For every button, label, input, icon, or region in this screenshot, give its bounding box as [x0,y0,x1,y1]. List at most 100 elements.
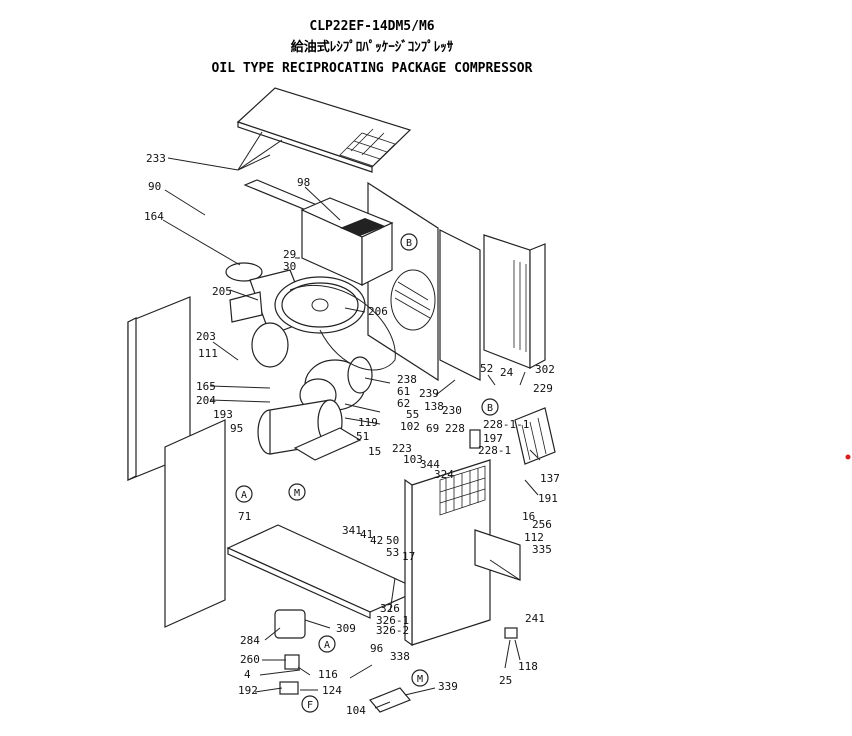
check-valve [284,654,300,670]
label-25: 25 [499,674,512,687]
aftercooler [514,407,556,465]
title-japanese: 給油式ﾚｼﾌﾟﾛﾊﾟｯｹｰｼﾞｺﾝﾌﾟﾚｯｻ [291,39,454,55]
callout-b-top: B [406,238,412,249]
label-229: 229 [533,382,553,395]
label-165: 165 [196,380,216,393]
label-69: 69 [426,422,439,435]
label-309: 309 [336,622,356,635]
label-29: 29 [283,248,296,261]
label-203: 203 [196,330,216,343]
label-17: 17 [402,550,415,563]
leader-lines [162,131,541,709]
pressure-switch [469,429,481,449]
label-228-1-1: 228-1-1 [483,418,529,431]
label-103: 103 [403,453,423,466]
label-302: 302 [535,363,555,376]
label-98: 98 [297,176,310,189]
compressor-block [225,262,366,368]
label-42: 42 [370,534,383,547]
label-50: 50 [386,534,399,547]
callout-m-left: M [294,488,300,499]
label-124: 124 [322,684,342,697]
label-16: 16 [522,510,535,523]
label-104: 104 [346,704,366,717]
callout-circles: B B A M A M F [235,233,499,713]
label-191: 191 [538,492,558,505]
callout-b-right: B [487,403,493,414]
label-223: 223 [392,442,412,455]
label-228-1: 228-1 [478,444,511,457]
control-box [300,197,394,286]
title-english: OIL TYPE RECIPROCATING PACKAGE COMPRESSO… [212,61,533,76]
label-112: 112 [524,531,544,544]
label-284: 284 [240,634,260,647]
base-frame [226,427,422,619]
label-230: 230 [442,404,462,417]
label-338: 338 [390,650,410,663]
label-138: 138 [424,400,444,413]
label-96: 96 [370,642,383,655]
label-137: 137 [540,472,560,485]
label-241: 241 [525,612,545,625]
label-102: 102 [400,420,420,433]
label-260: 260 [240,653,260,666]
label-326: 326 [380,602,400,615]
label-15: 15 [368,445,381,458]
title-model: CLP22EF-14DM5/M6 [309,19,434,34]
label-192: 192 [238,684,258,697]
label-53: 53 [386,546,399,559]
label-339: 339 [438,680,458,693]
label-119: 119 [358,416,378,429]
label-326-2: 326-2 [376,624,409,637]
label-30: 30 [283,260,296,273]
label-118: 118 [518,660,538,673]
rod-96 [349,664,373,679]
part-number-labels: 233 90 164 98 29 30 205 206 203 111 165 … [144,152,560,717]
label-341: 341 [342,524,362,537]
label-233: 233 [146,152,166,165]
front-right-panel [404,459,521,647]
label-95: 95 [230,422,243,435]
drive-belt [289,284,396,371]
label-344: 344 [420,458,440,471]
label-324: 324 [434,468,454,481]
label-238: 238 [397,373,417,386]
label-205: 205 [212,285,232,298]
label-24: 24 [500,366,514,379]
bottom-valve [369,687,411,713]
top-lid-panel [236,87,412,173]
label-197: 197 [483,432,503,445]
label-206: 206 [368,305,388,318]
filter-canister [274,609,306,639]
drain-fitting [279,681,299,695]
label-52: 52 [480,362,493,375]
drain-valve [504,627,518,639]
rear-panel [367,181,439,382]
label-116: 116 [318,668,338,681]
label-61: 61 [397,385,410,398]
red-marker-dot [845,454,851,460]
label-228: 228 [445,422,465,435]
left-side-panel [127,296,226,628]
label-111: 111 [198,347,218,360]
label-164: 164 [144,210,164,223]
label-41: 41 [360,528,373,541]
right-side-panels [439,229,546,381]
label-71: 71 [238,510,251,523]
label-90: 90 [148,180,161,193]
label-51: 51 [356,430,369,443]
label-256: 256 [532,518,552,531]
label-326-1: 326-1 [376,614,409,627]
callout-a-left: A [241,490,247,501]
label-204: 204 [196,394,216,407]
label-335: 335 [532,543,552,556]
callout-a-bottom: A [324,640,330,651]
label-55: 55 [406,408,419,421]
label-239: 239 [419,387,439,400]
callout-m-bottom: M [417,674,423,685]
label-193: 193 [213,408,233,421]
callout-f-bottom: F [307,700,313,711]
label-62: 62 [397,397,410,410]
